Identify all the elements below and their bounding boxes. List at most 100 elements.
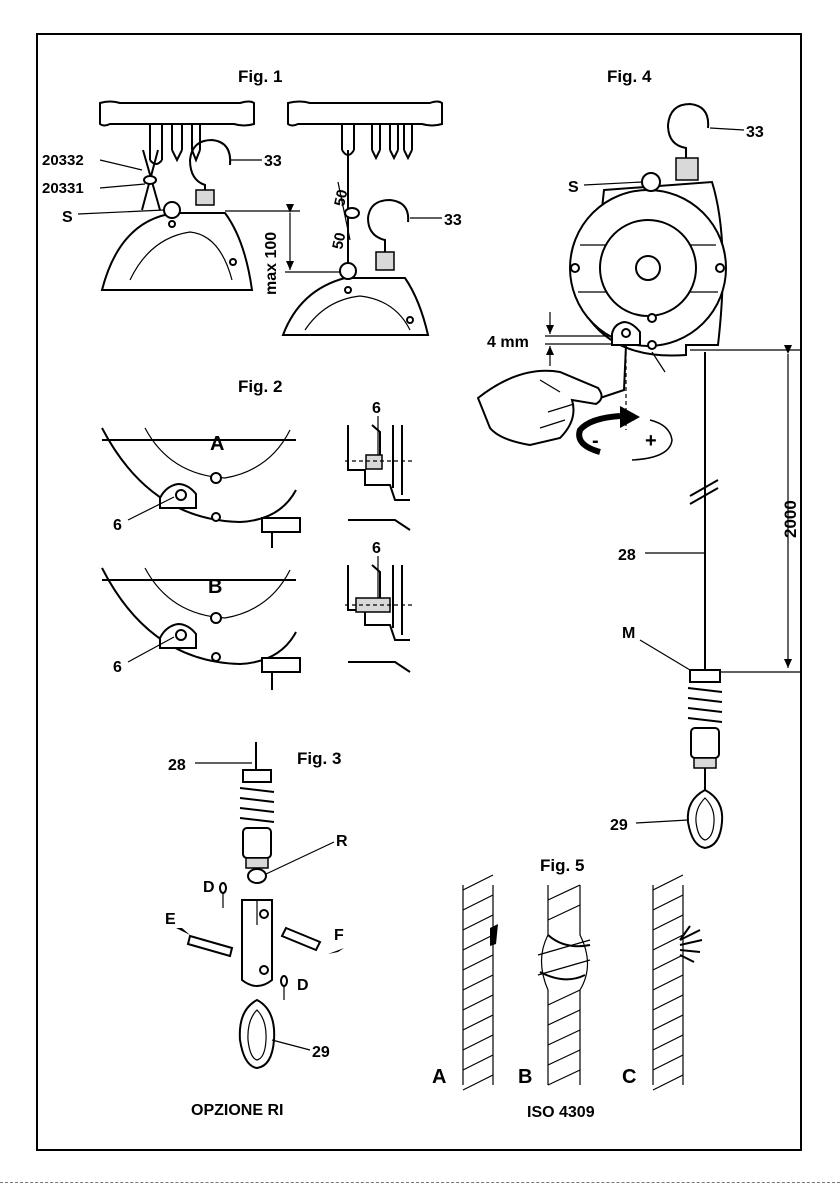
label-28-fig3: 28 — [168, 757, 186, 774]
hook-swivel — [676, 158, 698, 180]
label-R: R — [336, 833, 348, 850]
label-6-secA: 6 — [372, 400, 381, 417]
label-50-lower: 50 — [329, 231, 349, 251]
hook-33-right — [368, 200, 408, 258]
leader — [272, 1040, 310, 1050]
drum-outline-B — [102, 568, 296, 664]
section-B-base — [348, 662, 410, 672]
swivel-body — [243, 828, 271, 858]
label-6-secB: 6 — [372, 540, 381, 557]
label-D-lower: D — [297, 977, 309, 994]
rope-label-C: C — [622, 1066, 636, 1088]
rotation-arrowhead — [620, 406, 640, 428]
label-S-fig4: S — [568, 179, 579, 196]
suspension-eye-S — [164, 202, 180, 218]
balancer-housing-left — [102, 213, 252, 290]
label-28-fig4: 28 — [618, 547, 636, 564]
rivet — [212, 653, 220, 661]
sign-minus: - — [592, 430, 599, 452]
stop-ring — [243, 770, 271, 782]
leader — [710, 128, 744, 130]
label-20331: 20331 — [42, 180, 84, 197]
split-pin-head — [220, 883, 226, 893]
leader — [584, 182, 642, 185]
allen-key — [600, 345, 626, 398]
swivel-neck — [694, 758, 716, 768]
rivet — [648, 341, 656, 349]
ceiling-beam-right — [288, 102, 442, 126]
rope-A — [463, 875, 498, 1090]
label-29-fig4: 29 — [610, 817, 628, 834]
fig5-title: Fig. 5 — [540, 856, 584, 875]
arrow-E — [176, 928, 190, 935]
section-B — [393, 565, 402, 635]
fig4-group: Fig. 4 33 S 4 mm - — [478, 67, 800, 848]
drum-outline-A — [102, 428, 296, 522]
label-M: M — [622, 625, 635, 642]
ceiling-slot — [404, 124, 412, 158]
suspension-eye-S-fig4 — [642, 173, 660, 191]
suspension-eye-S — [340, 263, 356, 279]
caption-iso-4309: ISO 4309 — [527, 1104, 595, 1121]
rotation-arrow-minus — [579, 416, 620, 452]
fig1-group: Fig. 1 20332 20331 S 33 max 100 — [42, 67, 462, 335]
ring-R — [248, 869, 266, 883]
swivel-neck — [246, 858, 268, 868]
fig3-title: Fig. 3 — [297, 749, 341, 768]
label-D-upper: D — [203, 879, 215, 896]
label-6-A: 6 — [113, 517, 122, 534]
leader — [640, 640, 690, 670]
leader — [128, 637, 174, 662]
leader — [266, 842, 334, 874]
rivet — [211, 473, 221, 483]
leader — [78, 210, 164, 214]
label-4mm: 4 mm — [487, 334, 529, 351]
section-A-base — [348, 520, 410, 530]
hook-swivel — [196, 190, 214, 205]
ceiling-slot — [192, 124, 200, 160]
label-33-right: 33 — [444, 212, 462, 229]
rivet — [716, 264, 724, 272]
ceiling-slot — [372, 124, 380, 158]
label-S: S — [62, 209, 73, 226]
label-33-fig4: 33 — [746, 124, 764, 141]
hook-swivel — [376, 252, 394, 270]
rivet — [169, 221, 175, 227]
chain-link — [144, 176, 156, 184]
label-29-fig3: 29 — [312, 1044, 330, 1061]
pin-F — [282, 928, 320, 950]
fig2-title: Fig. 2 — [238, 377, 282, 396]
clevis-hole — [260, 966, 268, 974]
fig3-group: Fig. 3 28 R D D E F 29 OPZIONE RI — [165, 742, 348, 1119]
leader — [100, 184, 145, 188]
hook-33-fig4 — [668, 104, 708, 160]
rope-C — [653, 875, 702, 1090]
rivet — [345, 287, 351, 293]
bracket — [262, 518, 300, 532]
rope-label-A: A — [432, 1066, 446, 1088]
leader — [636, 820, 688, 823]
chain-link — [345, 208, 359, 218]
label-33-left: 33 — [264, 153, 282, 170]
ceiling-slot — [390, 124, 398, 158]
rope-B — [538, 885, 590, 1085]
spring — [240, 788, 274, 822]
hand — [478, 371, 602, 445]
label-20332: 20332 — [42, 152, 84, 169]
ceiling-beam-left — [100, 102, 254, 126]
swivel-fig4 — [691, 728, 719, 758]
arrow-F — [328, 948, 344, 954]
rope-label-B: B — [518, 1066, 532, 1088]
adjuster-section-A — [366, 455, 382, 469]
stop-M — [690, 670, 720, 682]
sign-plus: + — [645, 430, 657, 452]
section-A — [393, 425, 402, 495]
split-pin-head — [281, 976, 287, 986]
caption-opzione-ri: OPZIONE RI — [191, 1102, 283, 1119]
fig2-group: Fig. 2 A 6 6 B 6 — [102, 377, 412, 690]
label-2000: 2000 — [781, 500, 800, 538]
pin-E — [188, 936, 232, 956]
label-50-upper: 50 — [331, 188, 351, 208]
fig1-title: Fig. 1 — [238, 67, 282, 86]
